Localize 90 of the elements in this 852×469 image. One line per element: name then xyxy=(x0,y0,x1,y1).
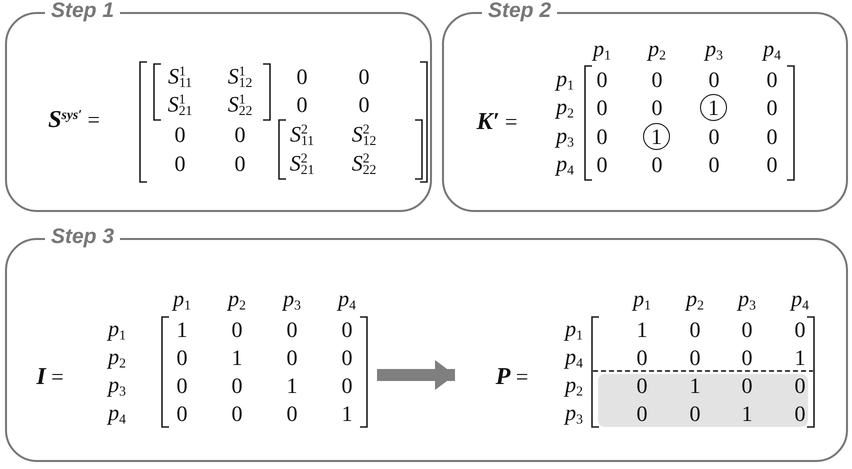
matrix-entry: 0 xyxy=(742,375,752,397)
equation-lhs: S$^{sys′}$ = xyxy=(48,108,100,132)
matrix-entry: 0 xyxy=(766,126,778,148)
matrix-entry: 0 xyxy=(286,319,298,341)
matrix-entry: 0 xyxy=(174,153,186,175)
matrix-index-label: p$_{1}$ xyxy=(108,318,126,342)
step-heading: Step 3 xyxy=(45,225,120,249)
matrix-entry: 1 xyxy=(342,403,352,425)
matrix-entry: 0 xyxy=(652,154,662,176)
step-heading: Step 1 xyxy=(45,0,120,23)
matrix-index-label: p$_{3}$ xyxy=(565,402,583,426)
matrix-entry: 0 xyxy=(596,126,608,148)
matrix-entry: 1 xyxy=(636,319,648,341)
matrix-index-label: p$_{4}$ xyxy=(791,288,809,312)
matrix-entry: 1 xyxy=(651,126,662,148)
matrix-index-label: p$_{1}$ xyxy=(633,288,651,312)
matrix-index-label: p$_{4}$ xyxy=(556,152,574,178)
matrix-index-label: p$_{3}$ xyxy=(283,288,301,312)
matrix-entry: 0 xyxy=(358,94,370,116)
matrix-entry: 0 xyxy=(176,403,188,425)
matrix-entry: 0 xyxy=(690,347,700,369)
matrix-entry: 0 xyxy=(708,154,720,176)
matrix-index-label: p$_{1}$ xyxy=(565,318,583,342)
matrix-entry: 0 xyxy=(234,153,246,175)
matrix-entry: 0 xyxy=(690,403,700,425)
equation-lhs: I = xyxy=(36,364,64,390)
matrix-entry: 0 xyxy=(690,319,700,341)
matrix-entry: 0 xyxy=(636,403,648,425)
matrix-index-label: p$_{3}$ xyxy=(705,38,723,62)
matrix-entry: 0 xyxy=(742,347,752,369)
matrix-entry: 0 xyxy=(766,69,778,91)
matrix-entry: 0 xyxy=(794,319,806,341)
matrix-entry: 0 xyxy=(596,69,608,91)
matrix-index-label: p$_{4}$ xyxy=(108,402,126,426)
matrix-index-label: p$_{3}$ xyxy=(108,374,126,398)
matrix-entry: 1 xyxy=(286,375,298,397)
matrix-entry: 0 xyxy=(232,375,242,397)
matrix-entry: 0 xyxy=(286,347,298,369)
matrix-index-label: p$_{2}$ xyxy=(556,96,574,120)
matrix-entry: 0 xyxy=(636,375,648,397)
matrix-entry: 0 xyxy=(358,66,370,88)
circled-entry xyxy=(643,123,670,150)
matrix-entry: 1 xyxy=(690,375,700,397)
matrix-entry: 0 xyxy=(286,403,298,425)
matrix-index-label: p$_{2}$ xyxy=(108,346,126,370)
matrix-entry: 0 xyxy=(342,347,352,369)
matrix-entry: 0 xyxy=(652,69,662,91)
matrix-entry: 0 xyxy=(232,403,242,425)
matrix-entry: 0 xyxy=(176,347,188,369)
matrix-entry: 0 xyxy=(596,154,608,176)
matrix-index-label: p$_{1}$ xyxy=(556,68,574,92)
matrix-index-label: p$_{2}$ xyxy=(228,288,246,312)
matrix-entry: 1 xyxy=(742,403,752,425)
matrix-entry: 0 xyxy=(708,69,720,91)
matrix-index-label: p$_{2}$ xyxy=(565,374,583,398)
matrix-index-label: p$_{4}$ xyxy=(338,288,356,312)
matrix-entry: 0 xyxy=(794,375,806,397)
equation-lhs: K′ = xyxy=(476,110,518,134)
matrix-entry: 0 xyxy=(636,347,648,369)
matrix-entry: 0 xyxy=(296,66,308,88)
matrix-entry: 0 xyxy=(342,319,352,341)
matrix-index-label: p$_{1}$ xyxy=(593,38,611,62)
matrix-entry: 0 xyxy=(342,375,352,397)
matrix-entry: 0 xyxy=(176,375,188,397)
matrix-entry: 0 xyxy=(234,124,246,146)
matrix-entry: 1 xyxy=(708,97,719,119)
matrix-entry: 0 xyxy=(296,94,308,116)
matrix-entry: 0 xyxy=(232,319,242,341)
matrix-entry: 0 xyxy=(652,97,662,119)
matrix-index-label: p$_{3}$ xyxy=(738,288,756,312)
matrix-index-label: p$_{3}$ xyxy=(556,124,574,150)
matrix-entry: 0 xyxy=(766,154,778,176)
matrix-index-label: p$_{2}$ xyxy=(648,38,666,62)
matrix-index-label: p$_{2}$ xyxy=(686,288,704,312)
matrix-index-label: p$_{4}$ xyxy=(565,346,583,370)
matrix-entry: 0 xyxy=(766,97,778,119)
block-arrow xyxy=(377,360,455,390)
matrix-index-label: p$_{1}$ xyxy=(173,288,191,312)
matrix-entry: 0 xyxy=(794,403,806,425)
matrix-index-label: p$_{4}$ xyxy=(763,38,781,62)
matrix-entry: 1 xyxy=(794,347,806,369)
circled-entry xyxy=(700,94,727,121)
matrix-entry: 1 xyxy=(176,319,188,341)
equation-lhs: P = xyxy=(496,364,528,390)
matrix-entry: 0 xyxy=(742,319,752,341)
matrix-entry: 1 xyxy=(232,347,242,369)
step-heading: Step 2 xyxy=(482,0,558,23)
matrix-entry: 0 xyxy=(174,124,186,146)
matrix-entry: 0 xyxy=(596,97,608,119)
matrix-entry: 0 xyxy=(708,126,720,148)
